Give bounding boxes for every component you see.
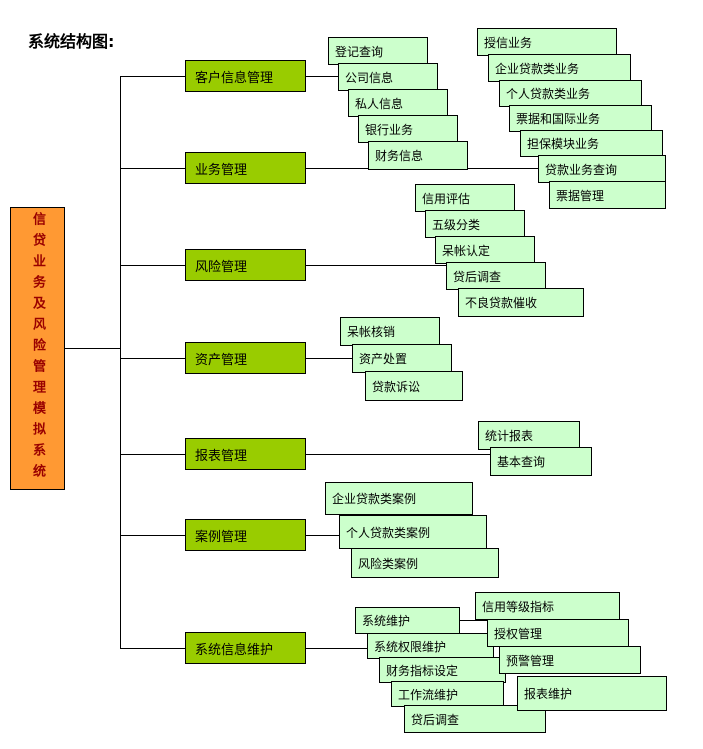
trunk-line [120, 76, 121, 649]
category-node-report: 报表管理 [185, 438, 306, 470]
leaf-node: 私人信息 [348, 89, 448, 117]
leaf-node: 票据和国际业务 [509, 105, 652, 132]
branch-line [120, 535, 185, 536]
leaf-node: 风险类案例 [351, 548, 499, 578]
leaf-node: 预警管理 [499, 646, 641, 674]
branch-line [120, 358, 185, 359]
leaf-node: 报表维护 [517, 676, 667, 711]
leaf-node: 信用等级指标 [475, 592, 620, 620]
category-node-business: 业务管理 [185, 152, 306, 184]
connector-line [306, 454, 491, 455]
leaf-node: 银行业务 [358, 115, 458, 143]
leaf-node: 资产处置 [352, 344, 452, 373]
leaf-node: 呆帐核销 [340, 317, 440, 346]
leaf-node: 财务指标设定 [379, 657, 506, 683]
category-node-system-maintenance: 系统信息维护 [185, 632, 306, 664]
connector-line [306, 358, 353, 359]
leaf-node: 统计报表 [478, 421, 580, 450]
leaf-node: 系统权限维护 [367, 633, 494, 659]
category-node-customer-info: 客户信息管理 [185, 60, 306, 92]
leaf-node: 基本查询 [490, 447, 592, 476]
connector-line [306, 648, 368, 649]
leaf-node: 个人贷款类案例 [339, 515, 487, 549]
leaf-node: 贷款业务查询 [538, 155, 666, 183]
leaf-node: 呆帐认定 [435, 236, 535, 264]
leaf-node: 企业贷款类案例 [325, 482, 473, 515]
root-node: 信贷业务及风险管理模拟系统 [10, 207, 65, 490]
branch-line [120, 648, 185, 649]
leaf-node: 工作流维护 [391, 681, 504, 707]
root-connector-line [65, 348, 120, 349]
leaf-node: 贷款诉讼 [365, 371, 463, 401]
leaf-node: 系统维护 [355, 607, 460, 634]
leaf-node: 信用评估 [415, 184, 515, 212]
branch-line [120, 454, 185, 455]
connector-line [306, 265, 447, 266]
leaf-node: 财务信息 [368, 141, 468, 170]
connector-line [460, 620, 488, 621]
leaf-node: 担保模块业务 [520, 130, 663, 157]
leaf-node: 公司信息 [338, 63, 438, 91]
leaf-node: 票据管理 [549, 181, 666, 209]
category-node-case: 案例管理 [185, 519, 306, 551]
connector-line [306, 76, 339, 77]
branch-line [120, 168, 185, 169]
root-node-label: 信贷业务及风险管理模拟系统 [30, 212, 45, 485]
leaf-node: 五级分类 [425, 210, 525, 238]
connector-line [306, 535, 340, 536]
leaf-node: 贷后调查 [446, 262, 546, 290]
page-title: 系统结构图: [28, 32, 115, 51]
leaf-node: 授权管理 [487, 619, 629, 647]
branch-line [120, 76, 185, 77]
category-node-risk: 风险管理 [185, 249, 306, 281]
leaf-node: 个人贷款类业务 [499, 80, 642, 107]
branch-line [120, 265, 185, 266]
leaf-node: 授信业务 [477, 28, 617, 56]
leaf-node: 不良贷款催收 [458, 288, 584, 317]
category-node-asset: 资产管理 [185, 342, 306, 374]
leaf-node: 企业贷款类业务 [488, 54, 631, 82]
leaf-node: 登记查询 [328, 37, 428, 65]
